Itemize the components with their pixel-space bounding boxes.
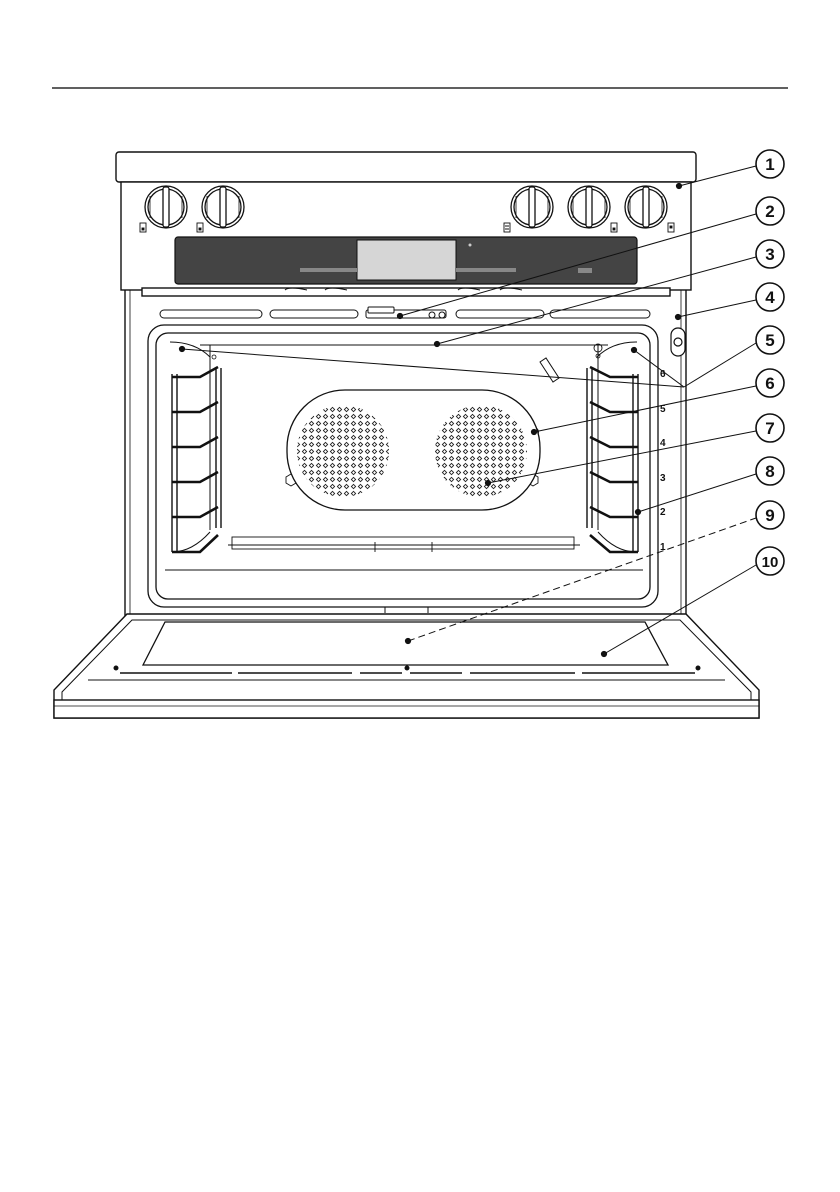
svg-text:6: 6: [765, 374, 774, 393]
svg-text:9: 9: [765, 506, 774, 525]
callout-10: 10: [756, 547, 784, 575]
callout-8: 8: [756, 457, 784, 485]
callout-6: 6: [756, 369, 784, 397]
knob-3[interactable]: [511, 186, 553, 228]
burner-icon: [668, 223, 674, 232]
svg-text:1: 1: [765, 155, 774, 174]
svg-text:5: 5: [765, 331, 774, 350]
knob-2[interactable]: [202, 186, 244, 228]
burner-icon: [611, 223, 617, 232]
knob-1[interactable]: [145, 186, 187, 228]
convection-fan-covers: [287, 390, 540, 510]
fan-grille-right: [435, 405, 527, 497]
vent-slots: [160, 307, 650, 319]
shelf-level-labels: 6 5 4 3 2 1: [660, 369, 666, 553]
callouts: 1 2 3 4 5 6 7 8: [756, 150, 784, 575]
svg-text:8: 8: [765, 462, 774, 481]
shelf-level-6: 6: [660, 369, 666, 380]
shelf-level-4: 4: [660, 438, 666, 449]
left-runner: [172, 367, 221, 552]
svg-text:4: 4: [765, 288, 775, 307]
callout-3: 3: [756, 240, 784, 268]
knob-5[interactable]: [625, 186, 667, 228]
door-lock: [366, 307, 446, 319]
svg-text:7: 7: [765, 419, 774, 438]
callout-2: 2: [756, 197, 784, 225]
callout-1: 1: [756, 150, 784, 178]
svg-text:10: 10: [762, 554, 779, 571]
callout-5: 5: [756, 326, 784, 354]
right-runner: [587, 367, 638, 552]
door-window: [143, 622, 668, 665]
svg-text:3: 3: [765, 245, 774, 264]
burner-icon: [197, 223, 203, 232]
door-contact-switch: [671, 328, 685, 356]
shelf-level-3: 3: [660, 473, 666, 484]
display-screen[interactable]: [357, 240, 456, 280]
oven-door[interactable]: [54, 607, 759, 718]
fan-grille-left: [297, 405, 389, 497]
knob-4[interactable]: [568, 186, 610, 228]
burner-icon: [504, 223, 510, 232]
callout-9: 9: [756, 501, 784, 529]
control-panel: [175, 237, 637, 284]
shelf-level-2: 2: [660, 507, 666, 518]
callout-4: 4: [756, 283, 784, 311]
burner-icon: [140, 223, 146, 232]
callout-7: 7: [756, 414, 784, 442]
svg-text:2: 2: [765, 202, 774, 221]
